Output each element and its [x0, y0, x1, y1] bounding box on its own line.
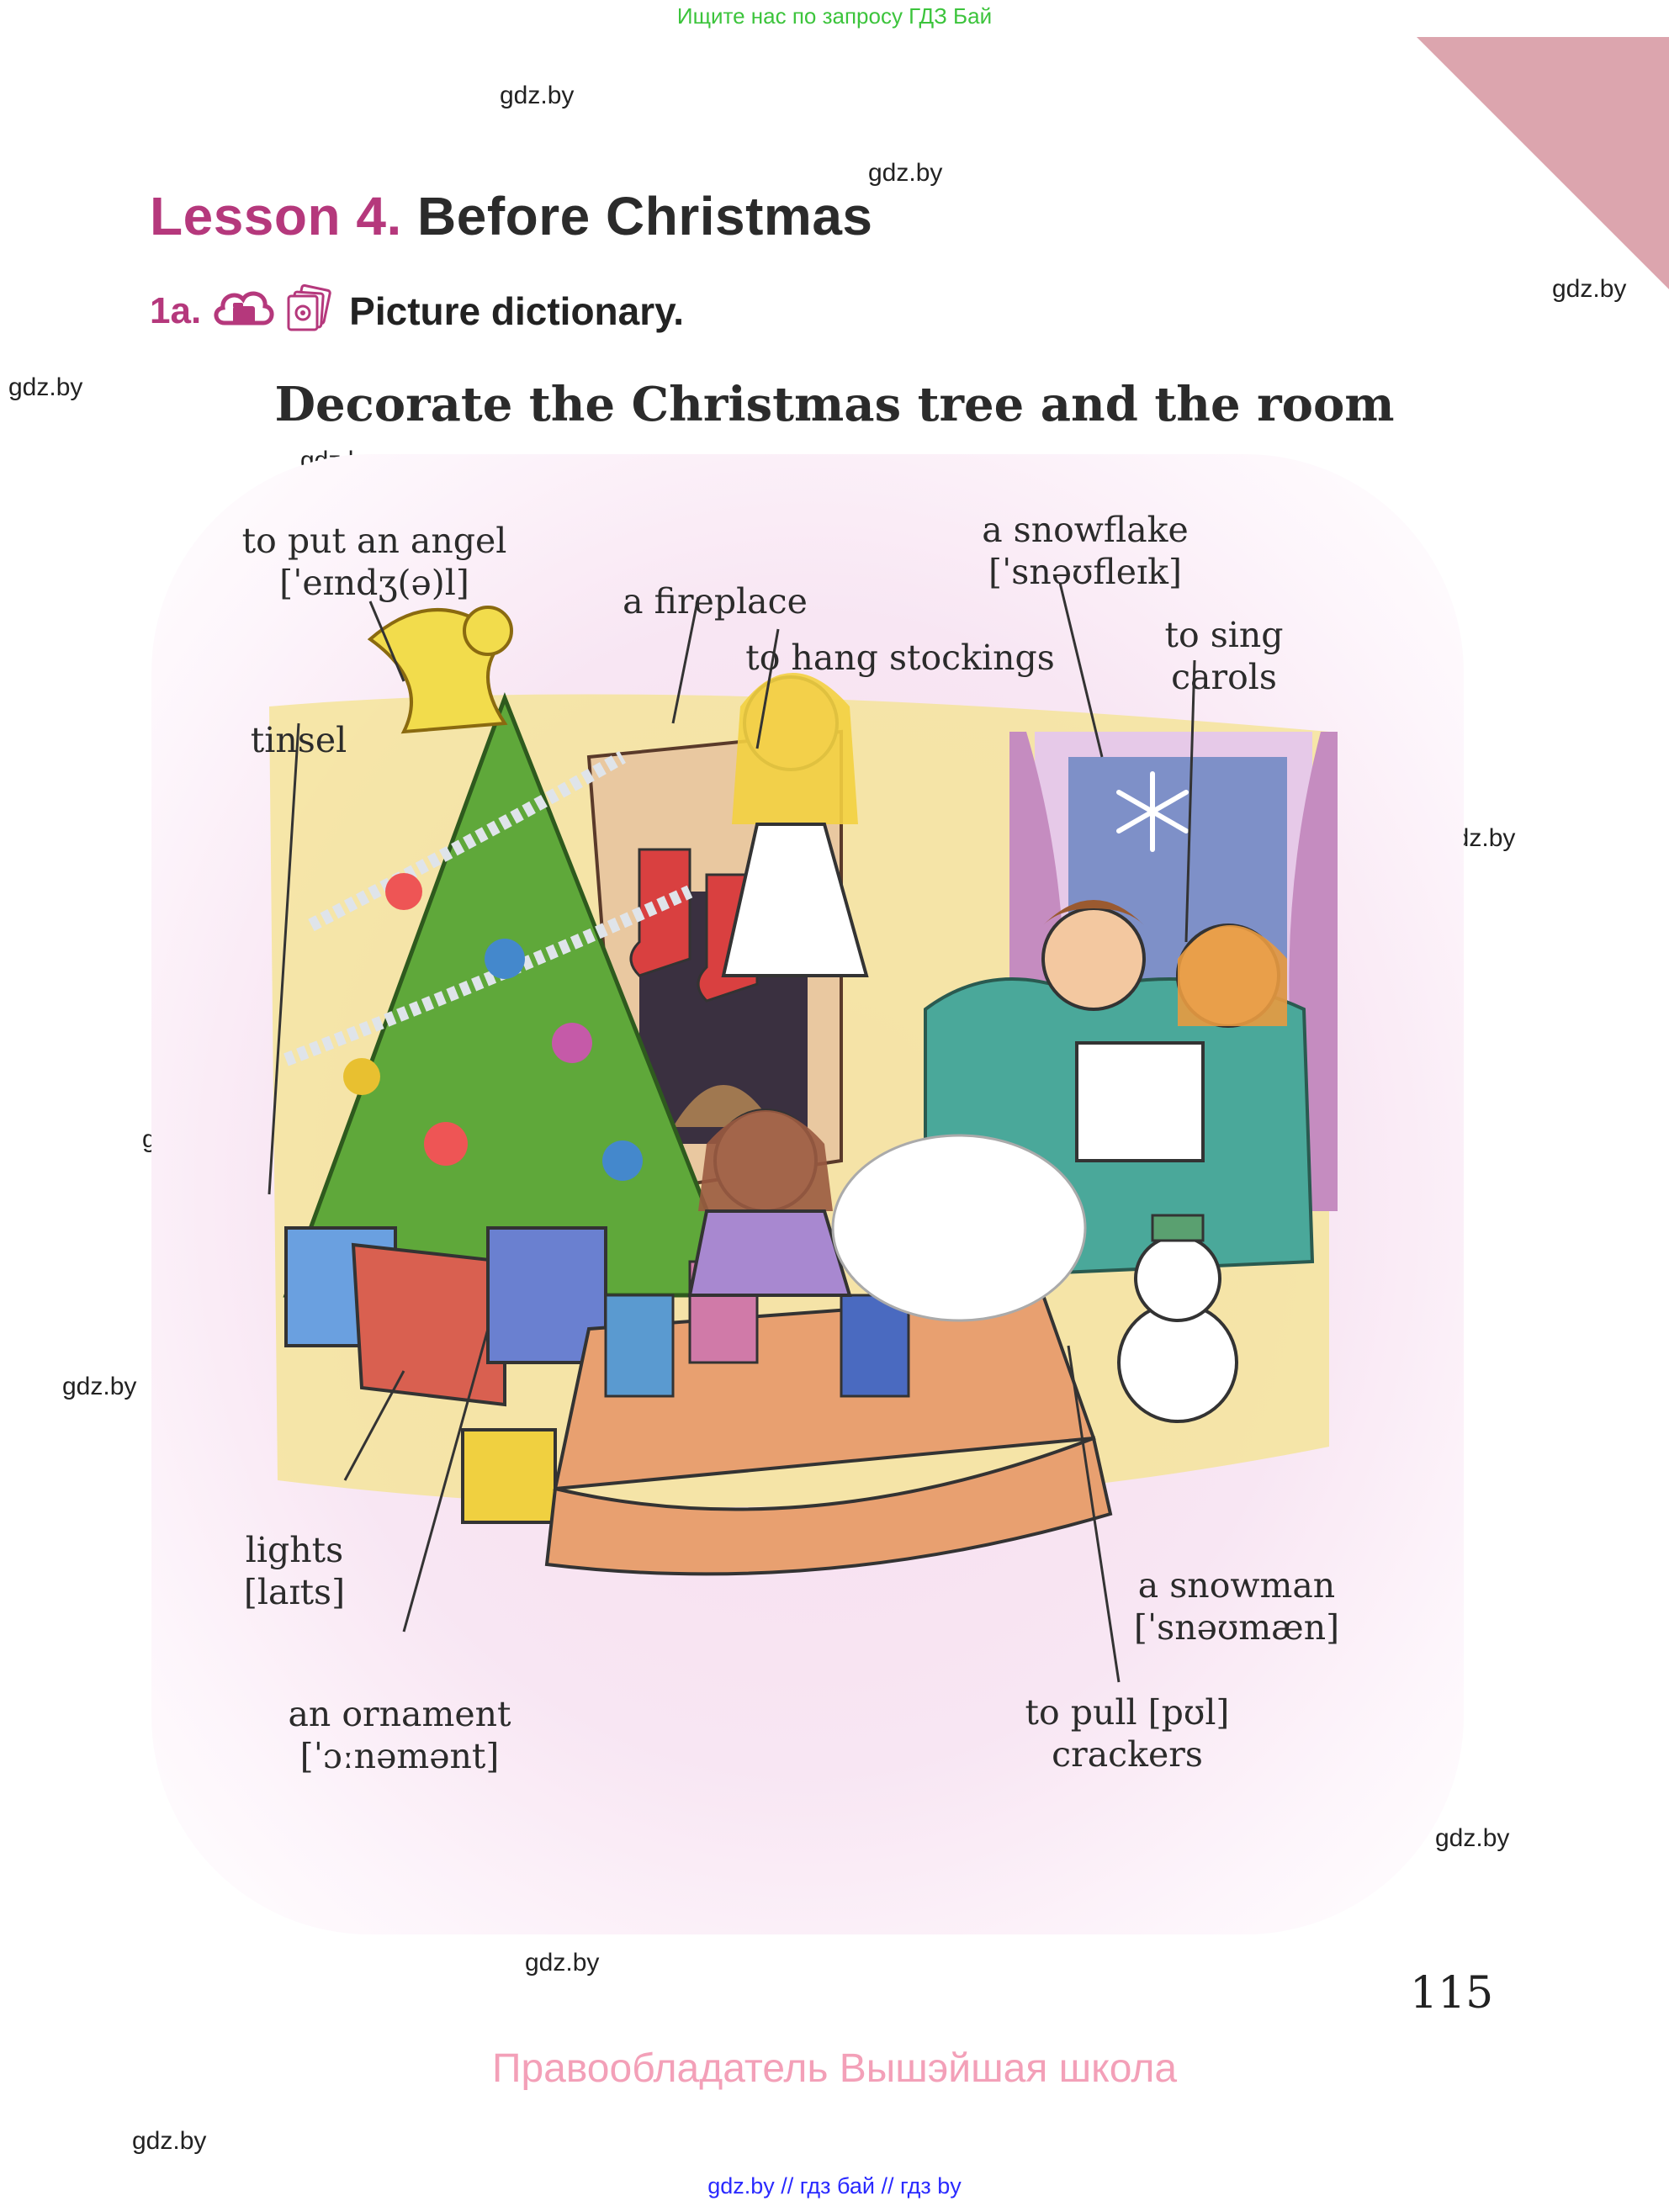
label-ornament: an ornament [ˈɔːnəmənt]	[261, 1693, 538, 1777]
bottom-links[interactable]: gdz.by // гдз бай // гдз by	[707, 2173, 962, 2199]
watermark: gdz.by	[132, 2127, 207, 2155]
label-lights: lights [laɪts]	[219, 1529, 370, 1613]
flashcards-icon[interactable]	[285, 283, 332, 337]
label-snowman-line1: a snowman	[1137, 1565, 1336, 1606]
cloud-folder-icon[interactable]	[211, 284, 275, 337]
label-snowflake: a snowflake [ˈsnəʊfleɪk]	[934, 509, 1237, 593]
label-crackers-line2: crackers	[1052, 1734, 1203, 1775]
lesson-heading: Lesson 4. Before Christmas	[150, 185, 873, 247]
watermark: gdz.by	[1552, 275, 1627, 303]
watermark: gdz.by	[868, 159, 943, 187]
label-snowman-line2: [ˈsnəʊmæn]	[1133, 1607, 1340, 1648]
label-ornament-line1: an ornament	[288, 1694, 511, 1734]
label-snowflake-line1: a snowflake	[982, 510, 1189, 550]
top-banner-link[interactable]: Ищите нас по запросу ГДЗ Бай	[676, 3, 993, 29]
task-text: Picture dictionary.	[349, 288, 685, 333]
watermark: gdz.by	[1435, 1824, 1510, 1852]
label-snowflake-line2: [ˈsnəʊfleɪk]	[988, 552, 1182, 592]
copyright-notice: Правообладатель Вышэйшая школа	[491, 2046, 1178, 2091]
watermark: gdz.by	[62, 1373, 137, 1400]
label-fireplace: a fireplace	[623, 581, 808, 622]
label-crackers: to pull [pʊl] crackers	[1001, 1691, 1253, 1775]
lesson-number: Lesson 4.	[150, 186, 402, 246]
label-carols-line1: to sing	[1164, 615, 1284, 655]
label-angel-line2: [ˈeɪndʒ(ə)l]	[279, 563, 469, 603]
watermark: gdz.by	[8, 373, 83, 401]
snowflake-icon	[1116, 771, 1189, 852]
task-header: 1a. Picture dictionary.	[150, 283, 685, 337]
corner-decoration	[1417, 37, 1669, 289]
label-angel: to put an angel [ˈeɪndʒ(ə)l]	[206, 520, 543, 604]
label-carols: to sing carols	[1127, 614, 1321, 698]
lesson-title: Before Christmas	[417, 186, 873, 246]
label-carols-line2: carols	[1171, 657, 1277, 697]
label-lights-line2: [laɪts]	[243, 1572, 346, 1612]
label-angel-line1: to put an angel	[241, 521, 507, 561]
label-snowman: a snowman [ˈsnəʊmæn]	[1119, 1564, 1354, 1648]
watermark: gdz.by	[500, 82, 575, 109]
task-number: 1a.	[150, 289, 202, 331]
page-number: 115	[1410, 1968, 1494, 2019]
christmas-scene-illustration	[268, 582, 1338, 1683]
label-stockings: to hang stockings	[745, 638, 1055, 678]
label-crackers-line1: to pull [pʊl]	[1025, 1692, 1230, 1733]
label-lights-line1: lights	[245, 1530, 344, 1570]
label-ornament-line2: [ˈɔːnəmənt]	[299, 1736, 500, 1776]
label-tinsel: tinsel	[250, 720, 347, 760]
watermark: gdz.by	[525, 1949, 600, 1977]
picture-title: Decorate the Christmas tree and the room	[274, 377, 1395, 432]
